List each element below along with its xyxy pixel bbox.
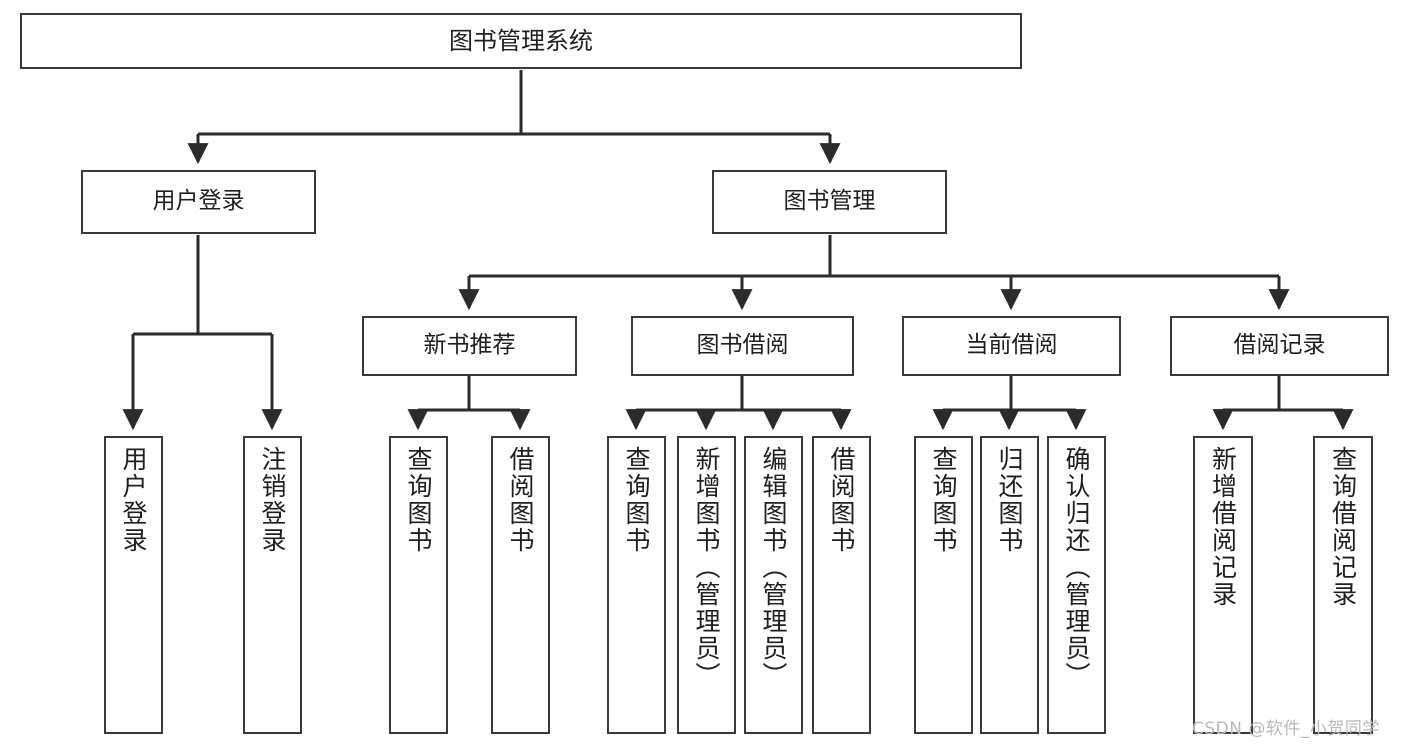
node-leaf-add-record[interactable]: 新增借阅记录 xyxy=(1193,436,1253,734)
node-book-mgmt[interactable]: 图书管理 xyxy=(712,170,947,234)
node-leaf-user-login-label: 用户登录 xyxy=(119,446,148,554)
node-book-borrow[interactable]: 图书借阅 xyxy=(631,316,854,376)
node-leaf-confirm-return[interactable]: 确认归还（管理员） xyxy=(1047,436,1106,734)
node-leaf-query-record-label: 查询借阅记录 xyxy=(1328,446,1358,608)
node-current-borrow[interactable]: 当前借阅 xyxy=(902,316,1121,376)
node-leaf-borrow-book-a[interactable]: 借阅图书 xyxy=(491,436,550,734)
node-new-book-rec-label: 新书推荐 xyxy=(423,332,516,359)
node-book-mgmt-label: 图书管理 xyxy=(783,188,876,215)
node-current-borrow-label: 当前借阅 xyxy=(965,332,1058,359)
node-leaf-query-book-c-label: 查询图书 xyxy=(929,446,958,554)
node-root[interactable]: 图书管理系统 xyxy=(20,13,1022,69)
node-book-borrow-label: 图书借阅 xyxy=(696,332,789,359)
node-leaf-logout-label: 注销登录 xyxy=(258,446,287,554)
node-leaf-logout[interactable]: 注销登录 xyxy=(243,436,302,734)
watermark: CSDN @软件_小贺同学 xyxy=(1192,719,1380,739)
node-leaf-return-book-label: 归还图书 xyxy=(995,446,1024,554)
node-leaf-confirm-return-label: 确认归还（管理员） xyxy=(1062,446,1091,689)
node-leaf-query-book-a[interactable]: 查询图书 xyxy=(389,436,448,734)
node-leaf-borrow-book-b[interactable]: 借阅图书 xyxy=(812,436,871,734)
node-leaf-borrow-book-b-label: 借阅图书 xyxy=(827,446,856,554)
node-new-book-rec[interactable]: 新书推荐 xyxy=(362,316,577,376)
node-leaf-add-book-label: 新增图书（管理员） xyxy=(692,446,721,689)
node-leaf-query-book-c[interactable]: 查询图书 xyxy=(914,436,973,734)
node-leaf-user-login[interactable]: 用户登录 xyxy=(104,436,163,734)
node-user-login-label: 用户登录 xyxy=(152,188,245,215)
node-user-login[interactable]: 用户登录 xyxy=(81,170,316,234)
node-leaf-borrow-book-a-label: 借阅图书 xyxy=(506,446,535,554)
node-leaf-add-record-label: 新增借阅记录 xyxy=(1208,446,1238,608)
node-borrow-record[interactable]: 借阅记录 xyxy=(1170,316,1389,376)
node-leaf-query-book-b[interactable]: 查询图书 xyxy=(607,436,666,734)
node-leaf-add-book[interactable]: 新增图书（管理员） xyxy=(677,436,736,734)
node-leaf-query-book-a-label: 查询图书 xyxy=(404,446,433,554)
node-leaf-return-book[interactable]: 归还图书 xyxy=(980,436,1039,734)
node-leaf-query-record[interactable]: 查询借阅记录 xyxy=(1313,436,1373,734)
node-leaf-edit-book[interactable]: 编辑图书（管理员） xyxy=(744,436,803,734)
node-leaf-query-book-b-label: 查询图书 xyxy=(622,446,651,554)
node-root-label: 图书管理系统 xyxy=(449,26,593,55)
node-borrow-record-label: 借阅记录 xyxy=(1233,332,1326,359)
node-leaf-edit-book-label: 编辑图书（管理员） xyxy=(759,446,788,689)
